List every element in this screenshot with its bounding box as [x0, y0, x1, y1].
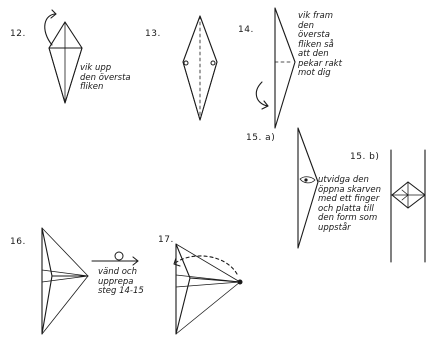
caption-line: och platta till: [318, 203, 374, 214]
fold-arrow-icon: [173, 255, 238, 275]
step-12-caption: vik upp den översta fliken: [80, 63, 131, 93]
turn-over-arrow-icon: [91, 251, 139, 266]
step-16-caption: vänd och upprepa steg 14-15: [98, 267, 144, 297]
caption-line: fliken: [80, 82, 104, 92]
caption-line: den: [298, 20, 315, 31]
fold-arrow-icon: [44, 13, 57, 46]
caption-line: vik fram: [298, 11, 333, 21]
step-15-caption: utvidga den öppna skarven med ett finger…: [318, 175, 381, 233]
step-15b-number: 15. b): [350, 152, 380, 162]
caption-line: vänd och: [98, 267, 137, 277]
step-15a-figure: [297, 127, 319, 249]
step-13-figure: [182, 15, 218, 121]
step-14-number: 14.: [238, 25, 254, 35]
caption-line: öppna skarven: [318, 184, 381, 195]
step-16-number: 16.: [10, 237, 26, 247]
step-16-figure: [41, 227, 89, 335]
caption-line: steg 14-15: [98, 286, 144, 296]
caption-line: vik upp: [80, 63, 112, 73]
arrow-head-icon: [50, 9, 57, 19]
step-17-figure: [173, 243, 243, 335]
caption-line: den översta: [80, 72, 131, 83]
caption-line: uppstår: [318, 222, 351, 233]
step-12-figure: [44, 9, 83, 104]
caption-line: fliken så: [298, 39, 334, 50]
caption-line: mot dig: [298, 68, 331, 78]
step-15a-number: 15. a): [246, 133, 276, 143]
caption-line: upprepa: [98, 276, 134, 287]
caption-line: den form som: [318, 213, 378, 223]
fold-arrow-icon: [255, 81, 269, 107]
step-13-number: 13.: [145, 29, 161, 39]
caption-line: att den: [298, 49, 329, 59]
caption-line: utvidga den: [318, 175, 369, 185]
step-12-number: 12.: [10, 29, 26, 39]
step-15b-figure: [390, 149, 426, 263]
step-14-figure: [255, 7, 296, 129]
caption-line: med ett finger: [318, 194, 380, 204]
step-14-caption: vik fram den översta fliken så att den p…: [298, 11, 342, 79]
step-17-number: 17.: [158, 235, 174, 245]
caption-line: översta: [298, 30, 330, 40]
caption-line: pekar rakt: [298, 58, 342, 69]
